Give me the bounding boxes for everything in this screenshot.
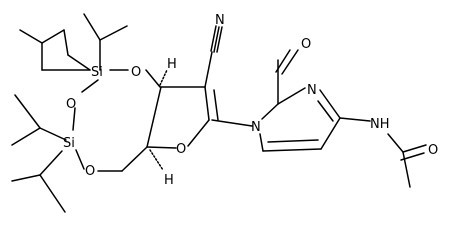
bond [402, 144, 427, 153]
bond [216, 26, 223, 53]
bond [41, 29, 65, 44]
bond [83, 13, 101, 41]
bond [387, 133, 404, 153]
bond [204, 51, 213, 88]
atom-label-o: O [176, 142, 186, 157]
atom-label-si: Si [63, 136, 75, 151]
bond [39, 174, 66, 213]
bond [213, 26, 220, 53]
atom-label-n: N [251, 120, 261, 135]
bond [67, 54, 91, 71]
bond [11, 174, 41, 182]
bond [339, 117, 371, 122]
bond [213, 89, 219, 121]
bond [317, 100, 334, 122]
atom-label-h: H [164, 173, 174, 188]
atom-labels: Si O H N O N O N NH Si O O O H [63, 13, 438, 188]
bond [262, 148, 322, 152]
atom-label-nh: NH [370, 117, 390, 132]
bond [259, 133, 264, 152]
bond [275, 49, 291, 73]
atom-label-h: H [167, 57, 177, 72]
bond [145, 69, 161, 88]
bond [146, 86, 162, 148]
atom-label-o: O [301, 37, 311, 52]
bond [187, 119, 210, 147]
bond [75, 149, 85, 170]
bond [121, 146, 148, 172]
bond [72, 107, 76, 131]
atom-label-o: O [85, 164, 95, 179]
bond [402, 151, 411, 188]
bond [39, 150, 63, 176]
bond [204, 86, 210, 121]
bond [211, 119, 253, 127]
bond [11, 127, 41, 146]
stereo-hash [149, 149, 164, 171]
atom-label-o: O [66, 97, 76, 112]
bond [277, 87, 306, 105]
atom-label-o: O [131, 65, 141, 80]
chemical-structure-canvas: Si O H N O N O N NH Si O O O H [11, 13, 439, 213]
bond [281, 49, 299, 75]
bond [261, 103, 279, 120]
atom-label-n: N [307, 83, 317, 98]
bond [319, 89, 341, 119]
atom-label-n: N [215, 13, 225, 28]
bond [99, 25, 128, 41]
bond [14, 94, 41, 129]
molecule-drawing: Si O H N O N O N NH Si O O O H [11, 13, 438, 213]
atom-label-si: Si [91, 65, 103, 80]
bond [146, 146, 177, 149]
bond [39, 127, 67, 141]
bond [210, 25, 217, 52]
bond [320, 117, 341, 150]
bond [63, 29, 69, 56]
stereo-hash [159, 69, 168, 86]
atom-label-o: O [428, 143, 438, 158]
bond [19, 29, 43, 44]
bond [267, 139, 319, 143]
bond [81, 79, 99, 93]
bonds [11, 13, 427, 213]
